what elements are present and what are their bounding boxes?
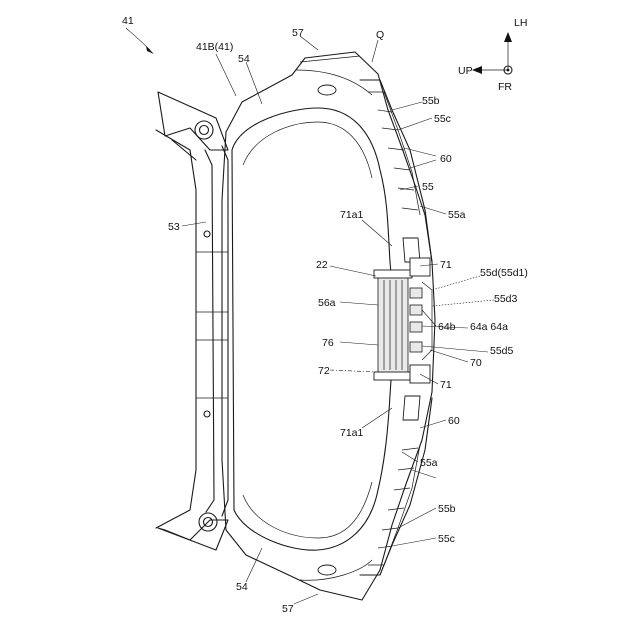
label-55d5: 55d5 — [490, 345, 514, 357]
label-71-top: 71 — [440, 259, 452, 271]
compass-fr-label: FR — [498, 81, 512, 93]
figure-pointer — [126, 28, 154, 54]
label-72: 72 — [318, 365, 330, 377]
label-55c-top: 55c — [434, 113, 451, 125]
label-55d3: 55d3 — [494, 293, 518, 305]
label-22: 22 — [316, 259, 328, 271]
inner-opening-54 — [232, 85, 392, 575]
direction-compass — [472, 32, 512, 74]
label-60-bottom: 60 — [448, 415, 460, 427]
label-41b: 41B(41) — [196, 41, 233, 53]
label-76: 76 — [322, 337, 334, 349]
label-71a1-bottom: 71a1 — [340, 427, 364, 439]
label-54-bottom: 54 — [236, 581, 248, 593]
label-55a-top: 55a — [448, 209, 466, 221]
label-fig: 41 — [122, 15, 134, 27]
label-55c-bottom: 55c — [438, 533, 455, 545]
label-55a-bottom: 55a — [420, 457, 438, 469]
bracket-22 — [374, 258, 432, 383]
reference-labels: 41 41B(41) 54 57 Q 55b 55c 60 55 55a 53 … — [122, 15, 528, 615]
label-53: 53 — [168, 221, 180, 233]
label-55b-bottom: 55b — [438, 503, 456, 515]
frame-member-53 — [156, 92, 228, 550]
label-70: 70 — [470, 357, 482, 369]
label-55b-top: 55b — [422, 95, 440, 107]
compass-labels: UP LH FR — [458, 17, 527, 93]
label-54-top: 54 — [238, 53, 250, 65]
label-57-top: 57 — [292, 27, 304, 39]
label-71a1-top: 71a1 — [340, 209, 364, 221]
label-57-bottom: 57 — [282, 603, 294, 615]
compass-up-label: UP — [458, 65, 473, 77]
label-64a64a: 64a 64a — [470, 321, 508, 333]
bolt-top — [195, 121, 213, 139]
label-56a: 56a — [318, 297, 336, 309]
label-64b: 64b — [438, 321, 456, 333]
label-55: 55 — [422, 181, 434, 193]
label-60-top: 60 — [440, 153, 452, 165]
label-71-bottom: 71 — [440, 379, 452, 391]
label-55d: 55d(55d1) — [480, 267, 528, 279]
label-q: Q — [376, 29, 384, 41]
compass-lh-label: LH — [514, 17, 527, 29]
